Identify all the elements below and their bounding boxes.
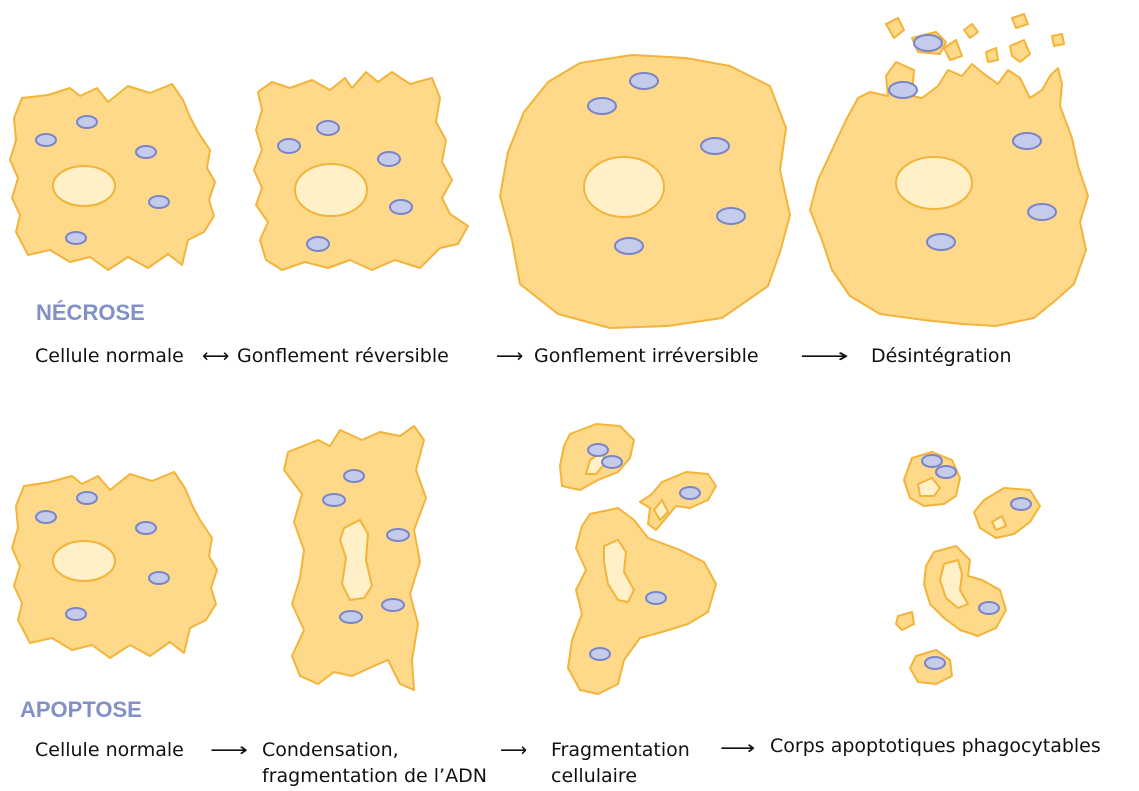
apoptose-apoptotic-bodies	[896, 452, 1040, 684]
apoptose-arrow-3: ⟶	[720, 735, 755, 761]
necrose-title: NÉCROSE	[36, 300, 145, 326]
apoptose-label-normal: Cellule normale	[35, 737, 184, 763]
apoptose-label-fragmentation: Fragmentation	[551, 737, 690, 763]
necrose-normal-cell	[10, 84, 215, 270]
necrose-label-normal: Cellule normale	[35, 343, 184, 369]
apoptose-label-cellular: cellulaire	[551, 763, 637, 789]
necrose-label-disintegration: Désintégration	[871, 343, 1012, 369]
necrose-label-irreversible: Gonflement irréversible	[534, 343, 759, 369]
necrose-arrow-1: ⟷	[202, 343, 229, 369]
apoptose-label-condensation: Condensation,	[262, 737, 399, 763]
apoptose-label-apoptotic-bodies: Corps apoptotiques phagocytables	[770, 733, 1101, 759]
apoptose-label-dna-fragmentation: fragmentation de l’ADN	[262, 763, 487, 789]
necrose-label-reversible: Gonflement réversible	[237, 343, 449, 369]
apoptose-normal-cell	[12, 472, 217, 658]
necrose-disintegrating-cell	[810, 14, 1088, 326]
necrose-swollen-reversible-cell	[254, 72, 468, 270]
apoptose-condensed-cell	[284, 426, 426, 690]
apoptose-arrow-1: ⟶	[210, 737, 248, 763]
necrose-arrow-3: ⟶	[800, 343, 849, 369]
apoptose-title: APOPTOSE	[20, 697, 142, 723]
necrose-swollen-irreversible-cell	[500, 55, 790, 328]
necrose-arrow-2: ⟶	[496, 343, 523, 369]
apoptose-arrow-2: ⟶	[500, 737, 527, 763]
apoptose-fragmenting-cell	[560, 424, 716, 694]
